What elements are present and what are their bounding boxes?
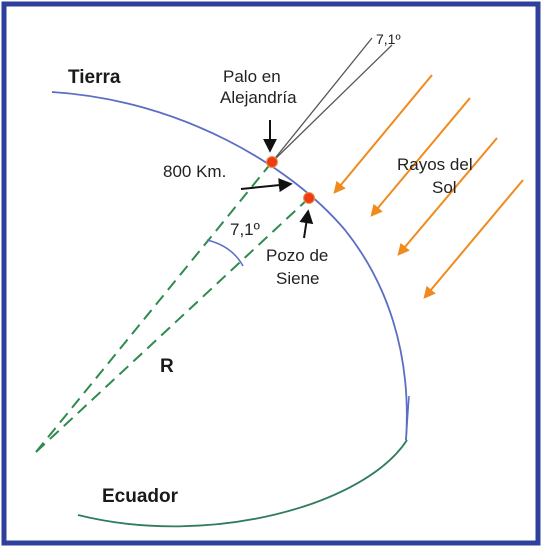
sun-rays-label-line1: Rayos del — [397, 155, 473, 174]
well-label-line1: Pozo de — [266, 246, 328, 265]
center-angle-arc — [206, 239, 244, 267]
stick-label-line2: Alejandría — [220, 88, 297, 107]
earth-arc-end — [405, 395, 410, 441]
sun-ray-3 — [397, 137, 498, 256]
radius-to-syene — [35, 197, 310, 453]
stick-label-line1: Palo en — [223, 67, 281, 86]
equator-label: Ecuador — [102, 486, 179, 507]
well-label-line2: Siene — [276, 269, 319, 288]
stick-line-vertical — [271, 37, 373, 163]
earth-label: Tierra — [68, 67, 121, 88]
sun-ray-1 — [333, 74, 433, 194]
radius-label: R — [160, 356, 174, 377]
sun-ray-2 — [370, 97, 471, 217]
stick-angle-label: 7,1º — [376, 31, 401, 47]
location-dot-icon — [303, 192, 315, 204]
arrow-distance — [240, 178, 293, 193]
arrow-to-syene — [299, 209, 314, 239]
distance-label: 800 Km. — [163, 162, 226, 181]
sun-ray-4 — [423, 179, 524, 299]
stick-line-ray — [271, 44, 393, 163]
location-dot-icon — [266, 156, 278, 168]
center-angle-label: 7,1º — [230, 220, 260, 239]
sun-rays-label-line2: Sol — [432, 178, 457, 197]
equator-arc — [77, 439, 408, 528]
earth-arc — [51, 91, 408, 441]
radius-to-alexandria — [35, 161, 273, 453]
